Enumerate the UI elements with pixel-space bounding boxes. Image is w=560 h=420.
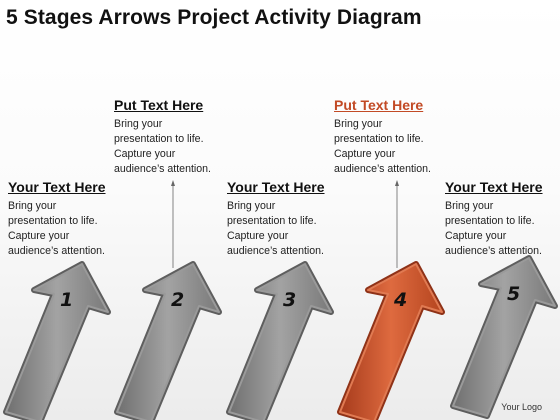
arrow-4-number: 4 — [393, 289, 407, 311]
stage-5-text: Your Text Here Bring your presentation t… — [445, 179, 560, 259]
stage-3-line: Bring your — [227, 200, 276, 212]
stage-2-heading: Put Text Here — [114, 97, 204, 113]
logo-placeholder: Your Logo — [501, 402, 542, 412]
stage-1-line: presentation to life. — [8, 215, 98, 227]
stage-2-line: audience’s attention. — [114, 163, 211, 175]
stage-3-line: presentation to life. — [227, 215, 317, 227]
stage-3-line: audience’s attention. — [227, 245, 324, 257]
arrow-5-number: 5 — [507, 283, 520, 305]
stage-1-line: audience’s attention. — [8, 245, 105, 257]
stage-4-line: presentation to life. — [334, 133, 424, 145]
stage-4-line: Bring your — [334, 118, 383, 130]
arrow-2-number: 2 — [171, 289, 184, 311]
arrow-3 — [229, 264, 331, 420]
stage-4-line: Capture your — [334, 148, 396, 160]
stage-1-text: Your Text Here Bring your presentation t… — [8, 179, 128, 259]
stage-2-line: Capture your — [114, 148, 176, 160]
arrow-4 — [340, 264, 442, 420]
stage-5-body: Bring your presentation to life. Capture… — [445, 199, 560, 259]
stage-4-heading: Put Text Here — [334, 97, 424, 113]
stage-1-heading: Your Text Here — [8, 179, 106, 195]
arrow-1-number: 1 — [60, 289, 73, 311]
stage-1-line: Capture your — [8, 230, 70, 242]
stage-3-line: Capture your — [227, 230, 289, 242]
arrow-1 — [6, 264, 108, 420]
arrow-3-number: 3 — [283, 289, 296, 311]
stage-1-line: Bring your — [8, 200, 57, 212]
page-title: 5 Stages Arrows Project Activity Diagram — [6, 6, 422, 29]
stage-3-body: Bring your presentation to life. Capture… — [227, 199, 347, 259]
stage-2-body: Bring your presentation to life. Capture… — [114, 117, 234, 177]
connector-arrowhead-4 — [395, 180, 399, 186]
stage-3-text: Your Text Here Bring your presentation t… — [227, 179, 347, 259]
stage-4-line: audience’s attention. — [334, 163, 431, 175]
stage-5-line: Bring your — [445, 200, 494, 212]
stage-2-text: Put Text Here Bring your presentation to… — [114, 97, 234, 177]
connector-arrowhead-2 — [171, 180, 175, 186]
stage-2-line: presentation to life. — [114, 133, 204, 145]
arrow-5 — [453, 258, 555, 416]
stage-2-line: Bring your — [114, 118, 163, 130]
stage-5-line: audience’s attention. — [445, 245, 542, 257]
stage-1-body: Bring your presentation to life. Capture… — [8, 199, 128, 259]
stage-5-line: presentation to life. — [445, 215, 535, 227]
stage-4-body: Bring your presentation to life. Capture… — [334, 117, 454, 177]
stage-3-heading: Your Text Here — [227, 179, 325, 195]
stage-4-text: Put Text Here Bring your presentation to… — [334, 97, 454, 177]
stage-5-heading: Your Text Here — [445, 179, 543, 195]
stage-5-line: Capture your — [445, 230, 507, 242]
arrow-2 — [117, 264, 219, 420]
